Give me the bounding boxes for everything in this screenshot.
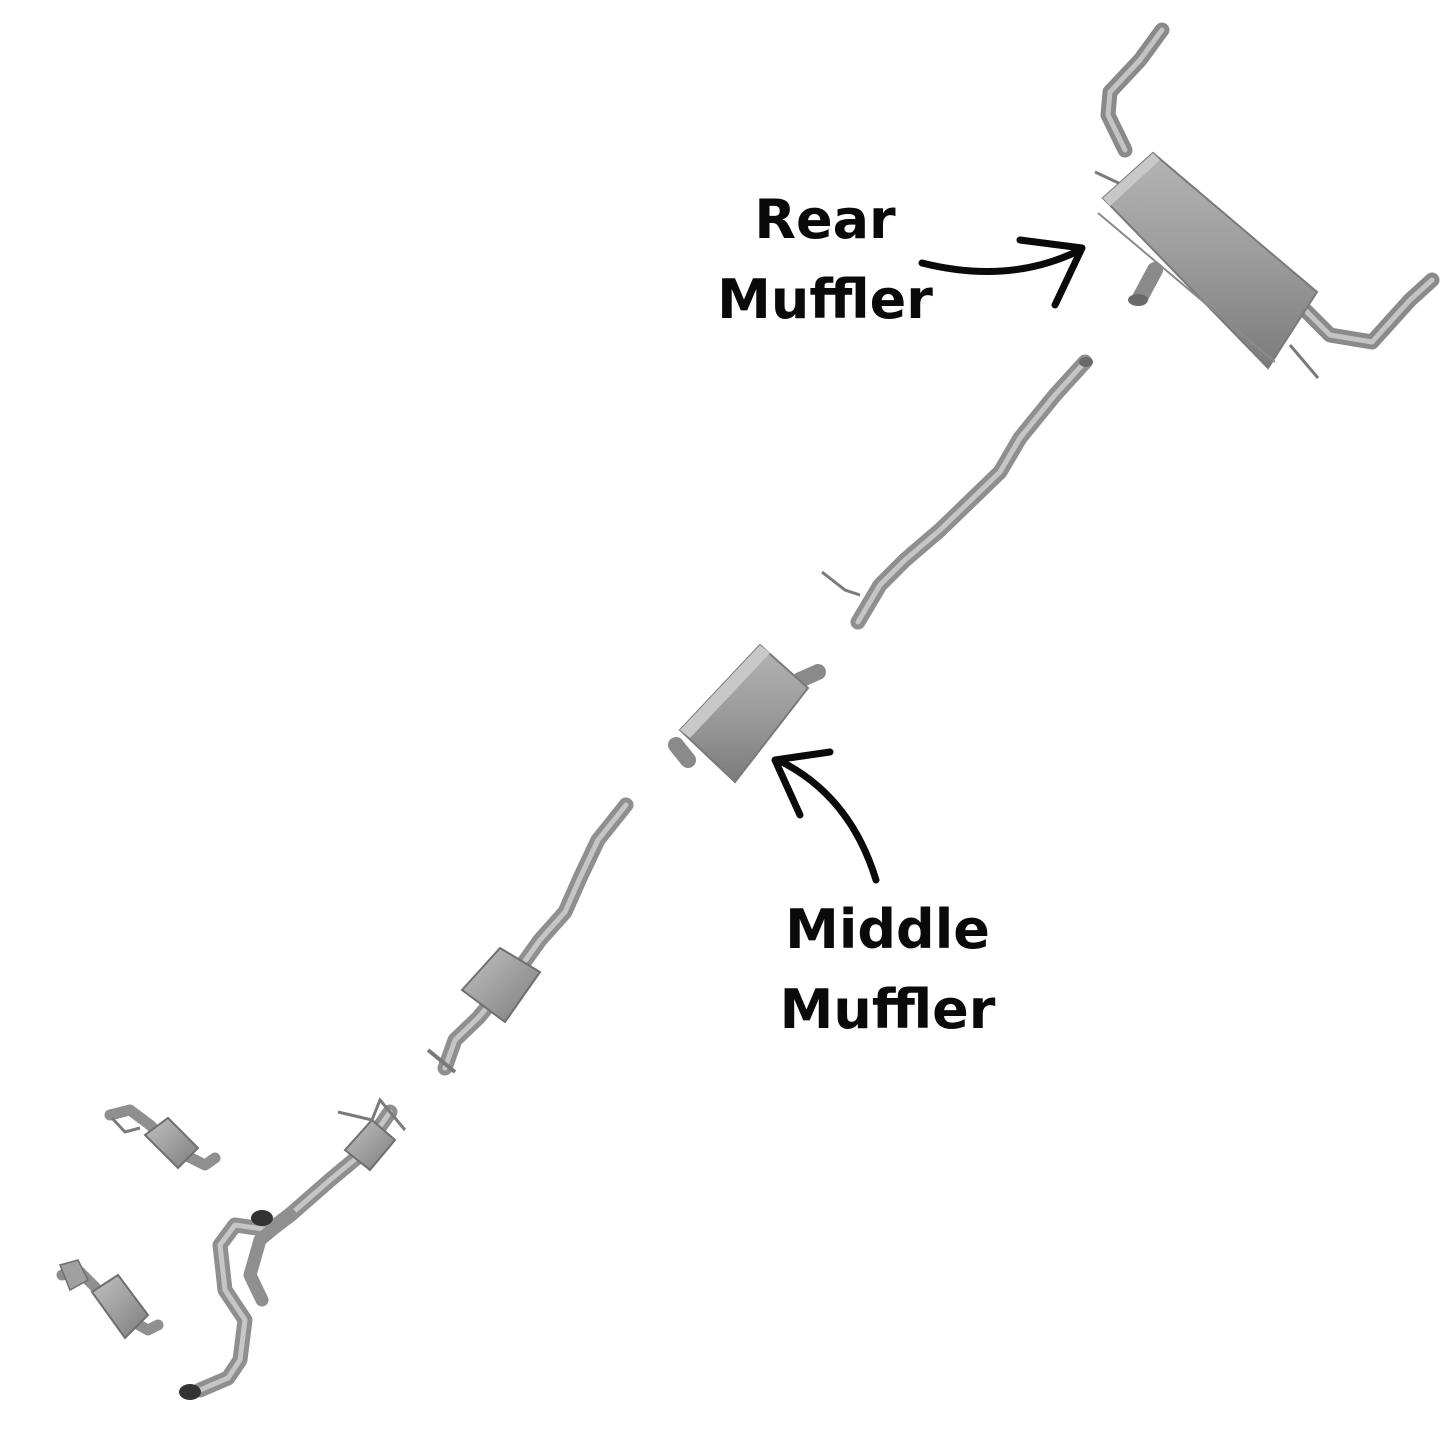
converter-pipe <box>426 797 634 1076</box>
middle-muffler-label: Middle Muffler <box>765 890 1010 1050</box>
intermediate-pipe <box>821 354 1093 630</box>
middle-muffler-arrow <box>771 748 880 884</box>
manifold-converter-lower <box>56 1259 164 1340</box>
manifold-converter-upper <box>104 1104 221 1171</box>
rear-muffler-label-line2: Muffler <box>717 268 933 331</box>
rear-muffler-assembly <box>1094 22 1440 379</box>
middle-muffler-label-line1: Middle <box>785 898 990 961</box>
rear-muffler-arrow <box>918 236 1086 309</box>
rear-muffler-label-line1: Rear <box>754 188 896 251</box>
rear-right-tailpipe <box>1292 272 1440 350</box>
middle-muffler <box>668 643 826 784</box>
front-y-pipe <box>179 1097 407 1400</box>
rear-muffler-label: Rear Muffler <box>700 180 950 340</box>
rear-muffler-body <box>1101 151 1319 370</box>
middle-muffler-label-line2: Muffler <box>779 978 996 1041</box>
